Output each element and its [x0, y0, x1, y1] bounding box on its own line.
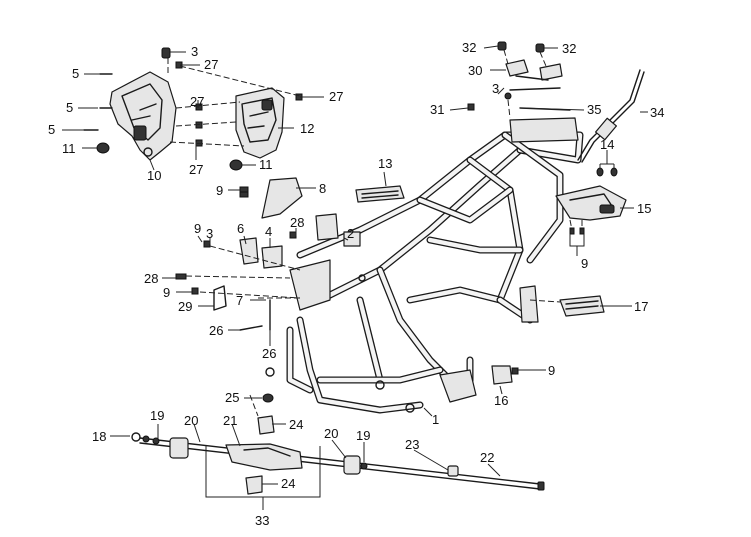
assembly-line — [529, 299, 561, 303]
mount-plate-30 — [505, 59, 563, 91]
callout-6: 6 — [237, 221, 244, 236]
callout-27: 27 — [329, 89, 343, 104]
callout-10: 10 — [147, 168, 161, 183]
assembly-line — [539, 51, 547, 67]
callout-34: 34 — [650, 105, 664, 120]
callout-1: 1 — [432, 412, 439, 427]
callout-15: 15 — [637, 201, 651, 216]
callout-24: 24 — [281, 476, 295, 491]
callout-27: 27 — [189, 162, 203, 177]
assembly-line — [507, 99, 511, 119]
callout-22: 22 — [480, 450, 494, 465]
assembly-line — [175, 121, 237, 127]
group-bracket-33 — [205, 446, 321, 510]
callout-3: 3 — [492, 81, 499, 96]
callout-24: 24 — [289, 417, 303, 432]
callout-32: 32 — [562, 41, 576, 56]
callout-7: 7 — [236, 293, 243, 308]
callout-13: 13 — [378, 156, 392, 171]
callout-26: 26 — [209, 323, 223, 338]
callout-25: 25 — [225, 390, 239, 405]
callout-17: 17 — [634, 299, 648, 314]
callout-4: 4 — [265, 224, 272, 239]
bracket-15 — [555, 185, 627, 221]
callout-9: 9 — [548, 363, 555, 378]
callout-11: 11 — [259, 157, 273, 172]
callout-3: 3 — [206, 226, 213, 241]
callout-5: 5 — [48, 122, 55, 137]
callout-11: 11 — [62, 141, 76, 156]
callout-8: 8 — [319, 181, 326, 196]
assembly-line — [179, 65, 301, 97]
bracket-25 — [262, 393, 274, 403]
assembly-line — [175, 101, 241, 109]
callout-14: 14 — [600, 137, 614, 152]
callout-19: 19 — [356, 428, 370, 443]
bracket-12 — [235, 87, 285, 159]
callout-29: 29 — [178, 299, 192, 314]
footrest-13 — [355, 185, 405, 203]
callout-31: 31 — [430, 102, 444, 117]
bracket-10 — [109, 71, 177, 161]
callout-27: 27 — [190, 94, 204, 109]
footrest-17 — [559, 295, 605, 317]
callout-20: 20 — [184, 413, 198, 428]
callout-9: 9 — [216, 183, 223, 198]
callout-9: 9 — [163, 285, 170, 300]
callout-19: 19 — [150, 408, 164, 423]
callout-20: 20 — [324, 426, 338, 441]
brackets-center — [175, 213, 361, 331]
assembly-line — [503, 49, 509, 65]
assembly-line — [199, 291, 301, 299]
callout-5: 5 — [72, 66, 79, 81]
main-frame — [265, 117, 584, 414]
callout-23: 23 — [405, 437, 419, 452]
callout-12: 12 — [300, 121, 314, 136]
callout-labels: 3 27 5 5 5 27 27 27 12 11 10 11 9 8 13 3… — [48, 40, 664, 528]
callout-28: 28 — [290, 215, 304, 230]
bracket-16 — [491, 365, 519, 385]
callout-27: 27 — [204, 57, 218, 72]
callout-30: 30 — [468, 63, 482, 78]
callout-35: 35 — [587, 102, 601, 117]
assembly-line — [185, 275, 291, 279]
spindle-assembly — [131, 415, 545, 495]
callout-32: 32 — [462, 40, 476, 55]
bracket-8 — [239, 177, 303, 219]
leader-lines — [62, 45, 648, 485]
callout-9: 9 — [581, 256, 588, 271]
callout-26: 26 — [262, 346, 276, 361]
callout-2: 2 — [347, 226, 354, 241]
callout-9: 9 — [194, 221, 201, 236]
callout-16: 16 — [494, 393, 508, 408]
callout-5: 5 — [66, 100, 73, 115]
callout-21: 21 — [223, 413, 237, 428]
assembly-line — [569, 219, 583, 231]
cable-34 — [577, 69, 645, 163]
callout-28: 28 — [144, 271, 158, 286]
callout-3: 3 — [191, 44, 198, 59]
assembly-line — [169, 141, 245, 147]
callout-33: 33 — [255, 513, 269, 528]
assembly-line — [209, 245, 301, 271]
callout-18: 18 — [92, 429, 106, 444]
